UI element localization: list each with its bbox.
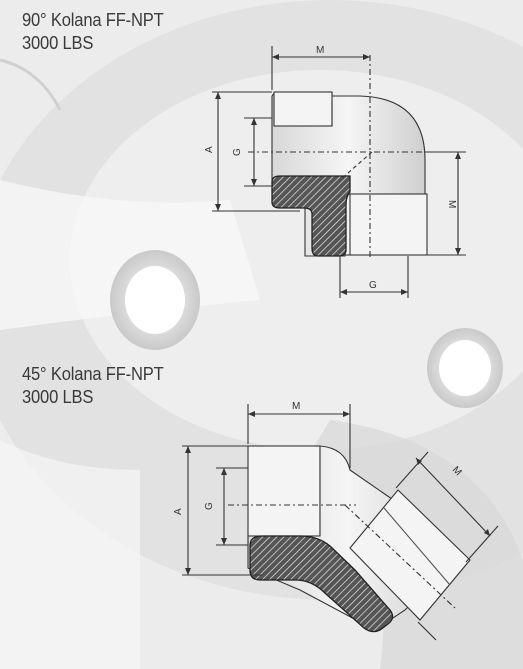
elbow-90-dim-right: M xyxy=(446,200,457,208)
elbow-45-dim-a: A xyxy=(173,508,184,515)
elbow-90-arrows xyxy=(215,54,461,295)
elbow-90-right-socket xyxy=(344,193,428,256)
elbow-90-section xyxy=(271,175,351,257)
title-90-name: 90° Kolana FF-NPT xyxy=(22,10,164,30)
elbow-45-section xyxy=(249,535,394,633)
elbow-90-drawing xyxy=(212,46,466,298)
elbow-45-dim-g-left: G xyxy=(204,502,215,510)
section-title-45: 45° Kolana FF-NPT 3000 LBS xyxy=(22,363,164,409)
section-title-90: 90° Kolana FF-NPT 3000 LBS xyxy=(22,9,164,55)
title-45-name: 45° Kolana FF-NPT xyxy=(22,364,164,384)
title-90-rating: 3000 LBS xyxy=(22,33,94,53)
elbow-90-dim-g-left: G xyxy=(232,148,243,156)
elbow-45-angled-socket xyxy=(349,489,471,621)
elbow-90-top-socket xyxy=(273,91,333,127)
elbow-45-dim-top: M xyxy=(292,401,300,412)
elbow-45-left-socket xyxy=(247,445,321,537)
elbow-45-arrows xyxy=(185,411,490,575)
elbow-90-dim-top: M xyxy=(316,45,324,56)
elbow-90-dim-a: A xyxy=(204,146,215,153)
elbow-45-drawing xyxy=(182,404,499,641)
elbow-90-dim-bottom: G xyxy=(369,280,377,291)
title-45-rating: 3000 LBS xyxy=(22,387,94,407)
